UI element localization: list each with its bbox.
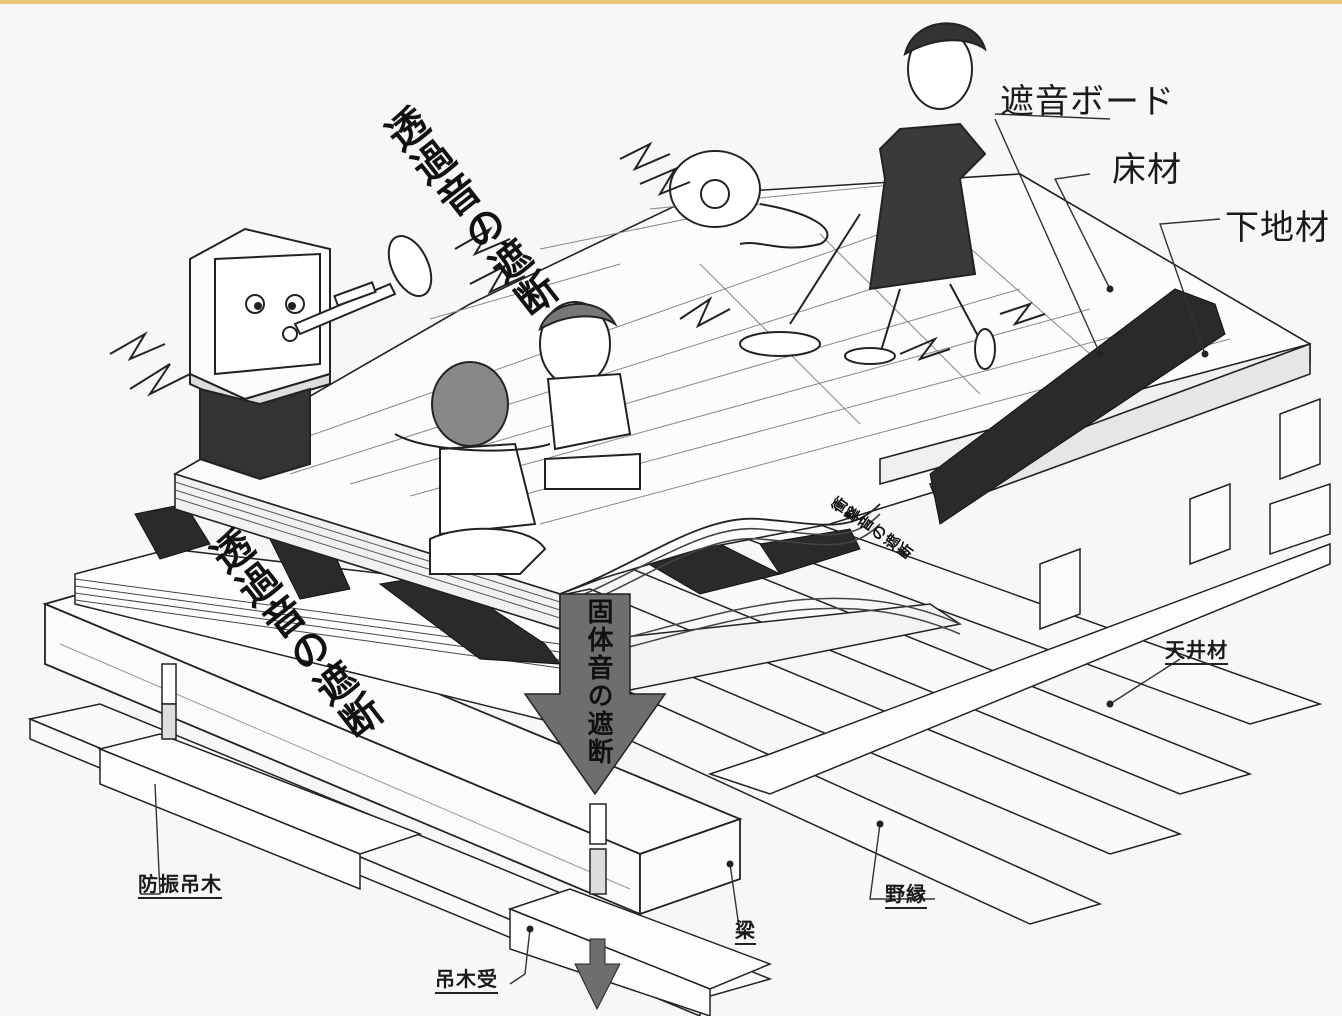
tv-set — [189, 227, 331, 481]
label-subfloor: 下地材 — [1225, 208, 1330, 248]
label-hanger-receiver: 吊木受 — [435, 963, 498, 994]
children-figures — [394, 301, 641, 575]
noise-lightning-marks — [109, 141, 1046, 397]
leader-dots — [526, 285, 1209, 933]
leader-lines — [140, 113, 1221, 985]
label-anti-vibration-hanger: 防振吊木 — [138, 868, 222, 899]
annotation-structure-borne: 固体音の遮断 — [583, 598, 613, 766]
label-ceiling: 天井材 — [1165, 634, 1228, 665]
soundproof-strip-upper — [929, 288, 1226, 525]
trumpet — [293, 235, 433, 336]
label-beam: 梁 — [735, 914, 756, 945]
anti-vibration-hangers — [161, 663, 607, 895]
top-accent-bar — [0, 0, 1342, 4]
label-nobuchi: 野縁 — [885, 878, 927, 909]
joist-blocks — [1039, 397, 1331, 631]
hanger-receivers — [97, 542, 1331, 1016]
vacuum-cleaner — [669, 150, 861, 357]
floor-soundproofing-diagram — [27, 22, 1331, 1016]
woman-figure — [844, 22, 996, 370]
label-soundproof-board: 遮音ボード — [1000, 82, 1175, 122]
label-flooring: 床材 — [1112, 150, 1182, 190]
structure-borne-arrow — [523, 593, 667, 1011]
